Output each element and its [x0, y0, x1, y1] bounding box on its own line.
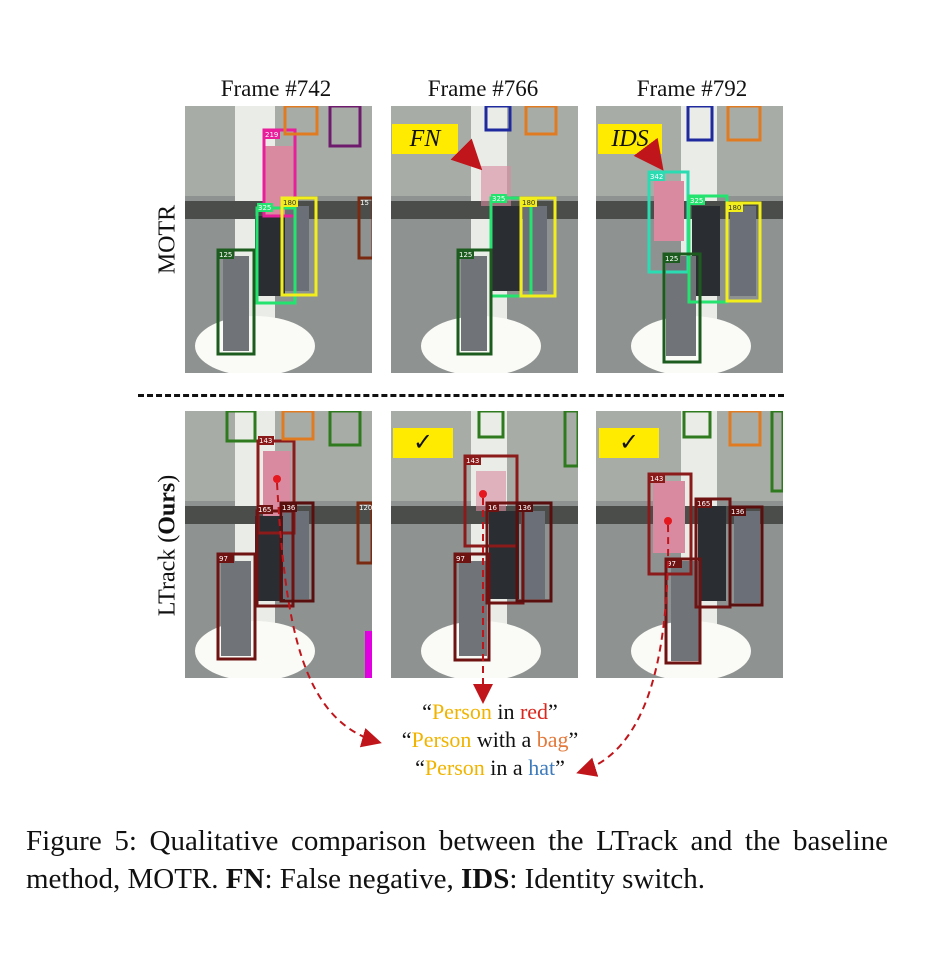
track-box	[463, 454, 519, 548]
track-id: 120	[359, 504, 372, 512]
row-divider	[138, 394, 784, 397]
track-id: 180	[283, 199, 296, 207]
track-id: 97	[219, 555, 228, 563]
track-id: 15	[360, 199, 369, 207]
track-box	[515, 501, 553, 603]
track-id: 165	[258, 506, 271, 514]
track-id: 125	[219, 251, 232, 259]
track-id: 136	[731, 508, 745, 516]
track-id: 165	[697, 500, 710, 508]
ltrack-frame-766: 143 16 136 97	[391, 411, 578, 678]
track-id: 16	[488, 504, 497, 512]
track-id: 180	[728, 204, 741, 212]
track-id: 325	[690, 197, 703, 205]
surveillance-scene: 143 16 136 97	[391, 411, 578, 678]
track-id: 136	[282, 504, 296, 512]
language-queries: “Person in red” “Person with a bag” “Per…	[350, 698, 630, 782]
surveillance-scene: 325 180 125	[391, 106, 578, 373]
query-person-in-red: “Person in red”	[422, 699, 558, 724]
surveillance-scene: 219 325 180 125 15	[185, 106, 372, 373]
track-id: 125	[459, 251, 472, 259]
track-id: 342	[650, 173, 663, 181]
query-person-with-bag: “Person with a bag”	[401, 727, 579, 752]
track-box	[255, 206, 297, 305]
track-id: 143	[650, 475, 663, 483]
ltrack-frame-742: 143 165 136 97 120	[185, 411, 372, 678]
track-box	[725, 201, 762, 303]
row-label-motr: MOTR	[154, 204, 181, 275]
check-tag-792: ✓	[599, 428, 659, 458]
track-box	[216, 552, 257, 661]
track-box	[647, 472, 693, 576]
track-box	[453, 552, 491, 662]
track-box	[280, 196, 318, 297]
track-id: 143	[259, 437, 272, 445]
column-label-766: Frame #766	[427, 76, 539, 101]
track-box	[456, 248, 493, 356]
motr-frame-742: 219 325 180 125 15	[185, 106, 372, 373]
track-id: 125	[665, 255, 678, 263]
surveillance-scene: 143 165 136 97 120	[185, 411, 372, 678]
column-label-792: Frame #792	[636, 76, 748, 101]
row-label-ltrack: LTrack (Ours)	[154, 474, 181, 617]
ids-tag: IDS	[598, 124, 662, 154]
track-box	[662, 252, 702, 364]
motr-frame-766: 325 180 125	[391, 106, 578, 373]
track-box	[216, 248, 256, 356]
query-person-in-hat: “Person in a hat”	[415, 755, 565, 780]
column-label-742: Frame #742	[220, 76, 332, 101]
track-id: 97	[456, 555, 465, 563]
track-id: 219	[265, 131, 278, 139]
track-id: 136	[518, 504, 532, 512]
track-id: 325	[492, 195, 505, 203]
figure-caption: Figure 5: Qualitative comparison between…	[26, 825, 888, 895]
track-id: 180	[522, 199, 535, 207]
track-id: 97	[667, 560, 676, 568]
track-id: 143	[466, 457, 479, 465]
track-box	[519, 196, 557, 298]
track-id: 325	[258, 204, 271, 212]
fn-tag: FN	[392, 124, 458, 154]
track-box	[489, 196, 533, 298]
check-tag-766: ✓	[393, 428, 453, 458]
